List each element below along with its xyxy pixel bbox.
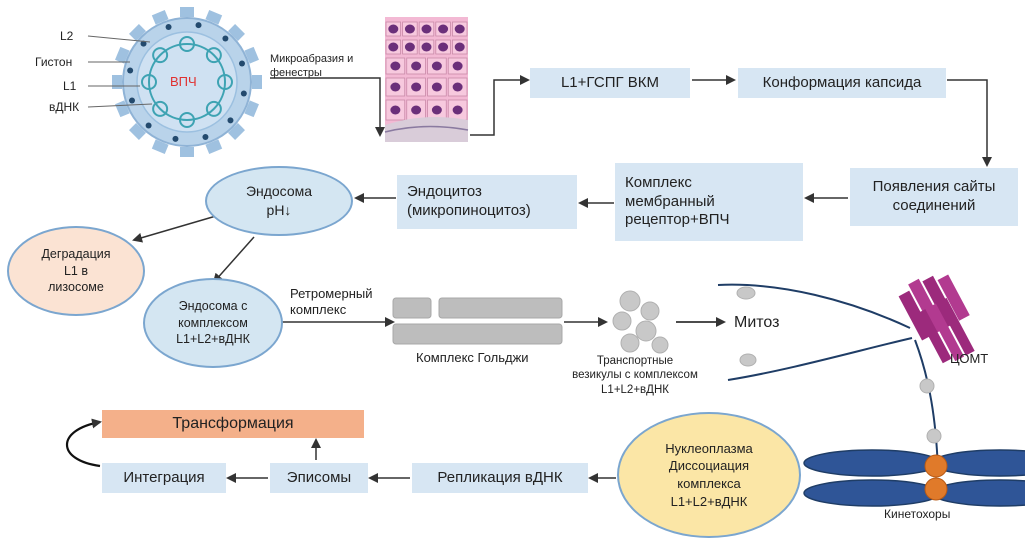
box-endocytosis: Эндоцитоз (микропиноцитоз) [397,175,577,229]
retromer-label: Ретромерный комплекс [290,286,373,318]
box-capsid-conformation: Конформация капсида [738,68,946,98]
legend-histone: Гистон [35,55,73,69]
ellipse-endosome: Эндосома рН↓ [205,166,353,236]
kinetochores-label: Кинетохоры [884,507,951,521]
ellipse-degradation: Деградация L1 в лизосоме [7,226,145,316]
legend-l2: L2 [60,29,74,43]
arrow-endosome-to-degradation [132,215,217,243]
arrow-integration-to-transformation [66,418,102,468]
hpv-virion-icon [112,7,262,157]
virus-label: ВПЧ [170,74,197,89]
arrow-endosome-to-complex [212,236,255,284]
microtubules-icon [717,283,939,471]
ellipse-nucleoplasm: Нуклеоплазма Диссоциация комплекса L1+L2… [617,412,801,538]
box-episomes: Эписомы [270,463,368,493]
golgi-label: Комплекс Гольджи [416,350,529,365]
centrosome-icon [898,274,975,364]
transport-vesicles-label: Транспортные везикулы с комплексом L1+L2… [572,355,698,396]
legend-vdna: вДНК [49,100,80,114]
comt-label: ЦОМТ [950,351,989,366]
arrow-conformation-to-sites [947,79,992,167]
golgi-apparatus-icon [392,297,563,345]
box-transformation: Трансформация [102,410,364,438]
transport-vesicles-icon [612,290,669,354]
box-binding-sites: Появления сайты соединений [850,168,1018,226]
ellipse-endosome-complex: Эндосома с комплексом L1+L2+вДНК [143,278,283,368]
box-dna-replication: Репликация вДНК [412,463,588,493]
box-l1-hspg: L1+ГСПГ ВКМ [530,68,690,98]
epithelium-tissue-icon [384,17,469,142]
virus-legend-lines [87,35,153,108]
mitosis-label: Митоз [734,314,780,331]
arrow-virus-to-tissue [270,77,385,137]
microtubule-vesicles-icon [736,286,942,444]
legend-l1: L1 [63,79,77,93]
box-receptor-complex: Комплекс мембранный рецептор+ВПЧ [615,163,803,241]
arrow-tissue-to-l1 [470,75,530,136]
microabrasion-label: Микроабразия и фенестры [270,53,354,79]
box-integration: Интеграция [102,463,226,493]
chromosome-icon [803,449,1025,507]
